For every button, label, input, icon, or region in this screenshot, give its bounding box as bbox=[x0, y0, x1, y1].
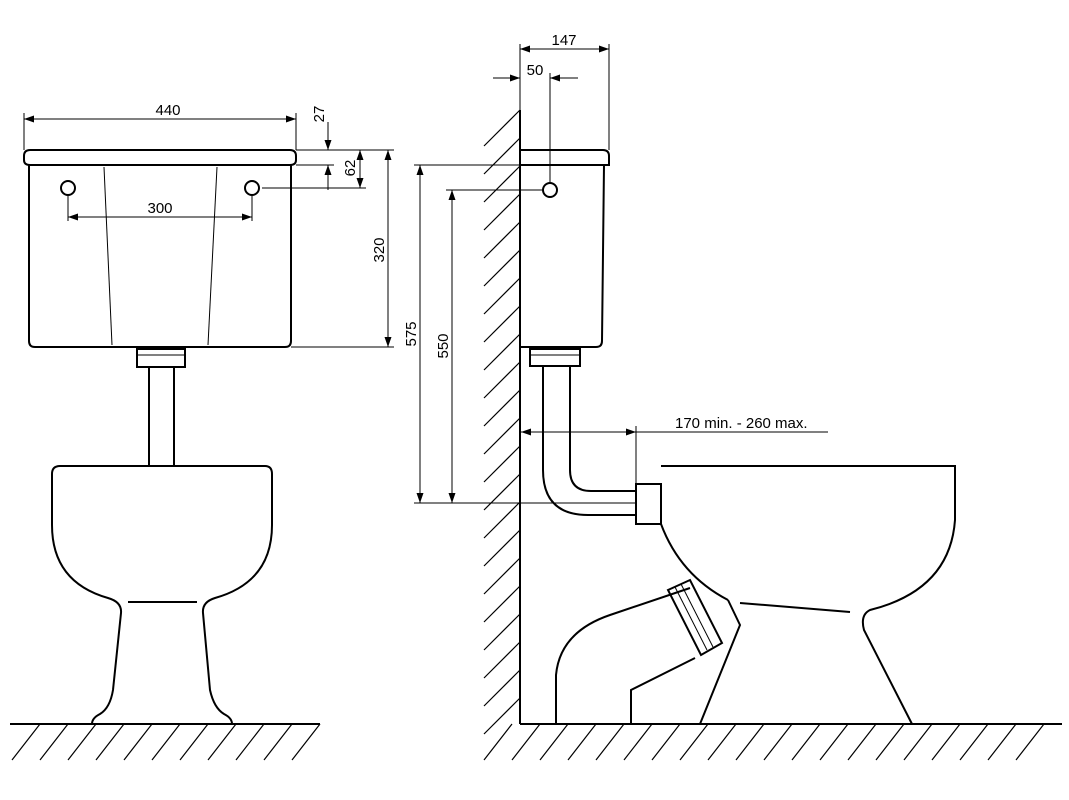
hatch-stroke bbox=[483, 109, 521, 147]
hatch-stroke bbox=[483, 501, 521, 539]
hatch-stroke bbox=[483, 277, 521, 315]
side-bowl-front-curve bbox=[660, 523, 729, 601]
hatch-stroke bbox=[483, 305, 521, 343]
hatch-stroke bbox=[903, 723, 933, 761]
hatch-stroke bbox=[987, 723, 1017, 761]
side-bowl-foot bbox=[699, 599, 742, 725]
hatch-stroke bbox=[483, 697, 521, 735]
hatch-stroke bbox=[623, 723, 653, 761]
hatch-stroke bbox=[595, 723, 625, 761]
hatch-stroke bbox=[875, 723, 905, 761]
front-cistern-body bbox=[28, 165, 292, 348]
hatch-stroke bbox=[483, 417, 521, 455]
hatch-stroke bbox=[95, 723, 125, 761]
hatch-stroke bbox=[483, 613, 521, 651]
dim-440-label: 440 bbox=[155, 102, 180, 119]
hatch-stroke bbox=[511, 723, 541, 761]
dim-147-label: 147 bbox=[551, 32, 576, 49]
hatch-stroke bbox=[483, 557, 521, 595]
hatch-stroke bbox=[791, 723, 821, 761]
dim-62-label: 62 bbox=[342, 160, 359, 177]
hatch-stroke bbox=[483, 585, 521, 623]
hatch-stroke bbox=[235, 723, 265, 761]
hatch-stroke bbox=[819, 723, 849, 761]
hatch-stroke bbox=[483, 361, 521, 399]
side-outlet-pipe bbox=[555, 587, 691, 724]
hatch-stroke bbox=[847, 723, 877, 761]
hatch-stroke bbox=[679, 723, 709, 761]
side-bowl-base-line bbox=[739, 602, 851, 613]
hatch-stroke bbox=[483, 445, 521, 483]
hatch-stroke bbox=[1015, 723, 1045, 761]
hatch-stroke bbox=[39, 723, 69, 761]
dim-50-label: 50 bbox=[527, 62, 544, 79]
hatch-stroke bbox=[483, 249, 521, 287]
hatch-stroke bbox=[483, 641, 521, 679]
side-pipe-connector bbox=[529, 348, 581, 367]
hatch-stroke bbox=[11, 723, 41, 761]
side-outlet-connector bbox=[666, 578, 724, 657]
hatch-stroke bbox=[263, 723, 293, 761]
hatch-stroke bbox=[651, 723, 681, 761]
hatch-stroke bbox=[931, 723, 961, 761]
dim-550-label: 550 bbox=[435, 333, 452, 358]
side-pipe-outer bbox=[542, 366, 636, 516]
hatch-stroke bbox=[207, 723, 237, 761]
front-pipe-connector bbox=[136, 348, 186, 368]
side-view: 147 50 575 550 170 min. - 260 max. bbox=[403, 32, 1062, 761]
hatch-stroke bbox=[151, 723, 181, 761]
dim-27-label: 27 bbox=[311, 106, 328, 123]
dim-320-label: 320 bbox=[371, 237, 388, 262]
front-view: 440 300 27 62 320 bbox=[10, 102, 394, 761]
hatch-stroke bbox=[483, 193, 521, 231]
hatch-stroke bbox=[567, 723, 597, 761]
hatch-stroke bbox=[483, 221, 521, 259]
hatch-stroke bbox=[483, 389, 521, 427]
side-cistern-hole bbox=[542, 182, 558, 198]
side-cistern-lid bbox=[521, 149, 610, 166]
wall-hatch bbox=[483, 109, 521, 735]
hatch-stroke bbox=[483, 529, 521, 567]
hatch-stroke bbox=[179, 723, 209, 761]
front-bowl bbox=[51, 465, 273, 725]
front-cistern-panel-left bbox=[103, 166, 113, 346]
side-pipe-inner bbox=[569, 366, 636, 492]
hatch-stroke bbox=[735, 723, 765, 761]
hatch-stroke bbox=[291, 723, 321, 761]
dim-300-label: 300 bbox=[147, 200, 172, 217]
hatch-stroke bbox=[483, 473, 521, 511]
side-outlet-pipe-inner bbox=[630, 657, 696, 724]
hatch-stroke bbox=[959, 723, 989, 761]
dim-575-label: 575 bbox=[403, 321, 420, 346]
front-cistern-panel-right bbox=[207, 166, 218, 346]
hatch-stroke bbox=[483, 333, 521, 371]
hatch-stroke bbox=[763, 723, 793, 761]
hatch-stroke bbox=[483, 723, 513, 761]
hatch-stroke bbox=[483, 137, 521, 175]
side-cistern-body bbox=[521, 164, 606, 348]
dim-outlet-label: 170 min. - 260 max. bbox=[675, 415, 808, 432]
hatch-stroke bbox=[707, 723, 737, 761]
side-floor-hatch bbox=[483, 723, 1045, 761]
hatch-stroke bbox=[483, 669, 521, 707]
hatch-stroke bbox=[67, 723, 97, 761]
hatch-stroke bbox=[539, 723, 569, 761]
front-left-hole bbox=[60, 180, 76, 196]
side-inlet-connector bbox=[635, 483, 662, 525]
hatch-stroke bbox=[123, 723, 153, 761]
hatch-stroke bbox=[483, 165, 521, 203]
front-cistern-lid bbox=[23, 149, 297, 166]
front-floor-hatch bbox=[11, 723, 321, 761]
side-bowl-top bbox=[661, 465, 956, 725]
front-right-hole bbox=[244, 180, 260, 196]
